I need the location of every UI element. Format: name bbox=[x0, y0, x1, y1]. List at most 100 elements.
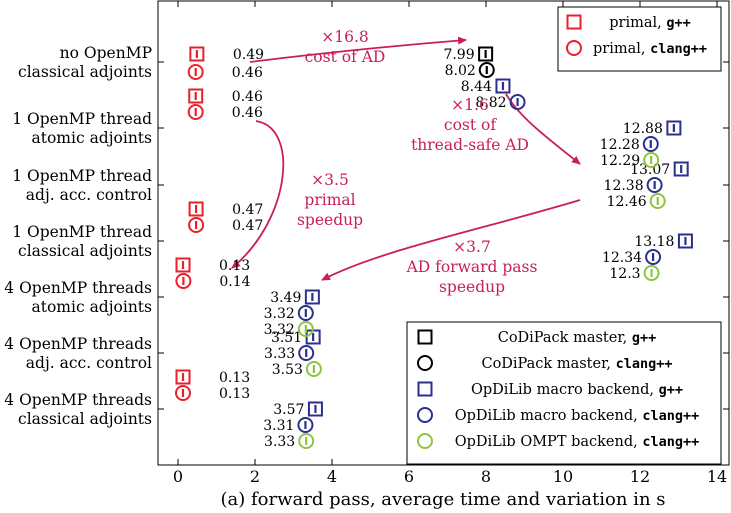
data-label: 7.99 bbox=[443, 47, 474, 63]
data-label: 0.46 bbox=[232, 105, 263, 121]
data-point bbox=[175, 273, 192, 289]
data-label: 8.82 bbox=[475, 95, 506, 111]
data-point bbox=[673, 161, 689, 177]
data-label: 12.34 bbox=[602, 250, 642, 266]
data-label: 0.13 bbox=[219, 370, 250, 386]
svg-text:OpDiLib macro backend, g++: OpDiLib macro backend, g++ bbox=[471, 382, 683, 398]
legend-marker bbox=[417, 381, 433, 397]
legend-entry: primal, g++ bbox=[566, 14, 691, 31]
legend-entry: primal, clang++ bbox=[566, 40, 707, 57]
data-point bbox=[509, 94, 526, 110]
data-label: 0.47 bbox=[232, 218, 263, 234]
legend-marker bbox=[417, 407, 433, 423]
x-tick-label: 10 bbox=[553, 467, 573, 486]
chart-caption: (a) forward pass, average time and varia… bbox=[221, 489, 666, 510]
data-point bbox=[297, 305, 314, 321]
data-label: 8.44 bbox=[461, 79, 492, 95]
data-label: 0.46 bbox=[232, 65, 263, 81]
legend-entry: OpDiLib macro backend, clang++ bbox=[417, 407, 699, 424]
data-point bbox=[188, 88, 204, 104]
legend-entry: CoDiPack master, g++ bbox=[417, 329, 657, 346]
data-point bbox=[307, 401, 323, 417]
x-tick-label: 8 bbox=[481, 467, 491, 486]
legend-ad: CoDiPack master, g++ CoDiPack master, cla… bbox=[406, 321, 722, 465]
data-label: 3.32 bbox=[264, 306, 295, 322]
x-tick-label: 2 bbox=[250, 467, 260, 486]
data-label: 12.3 bbox=[609, 266, 640, 282]
data-point bbox=[189, 46, 205, 62]
data-point bbox=[645, 249, 662, 265]
data-point bbox=[666, 120, 682, 136]
x-tick-label: 14 bbox=[707, 467, 727, 486]
svg-text:CoDiPack master, g++: CoDiPack master, g++ bbox=[498, 330, 657, 346]
legend-marker bbox=[417, 329, 433, 345]
data-label: 3.33 bbox=[264, 434, 295, 450]
data-point bbox=[188, 201, 204, 217]
data-point bbox=[298, 345, 315, 361]
data-label: 12.46 bbox=[607, 194, 647, 210]
data-point bbox=[298, 433, 315, 449]
data-label: 3.57 bbox=[273, 402, 304, 418]
data-label: 13.18 bbox=[634, 234, 674, 250]
data-point bbox=[175, 385, 192, 401]
legend-marker bbox=[417, 433, 433, 449]
data-point bbox=[305, 361, 322, 377]
legend-marker bbox=[566, 40, 582, 56]
data-point bbox=[643, 265, 660, 281]
data-point bbox=[677, 233, 693, 249]
data-point bbox=[175, 369, 191, 385]
data-label: 3.33 bbox=[264, 346, 295, 362]
legend-primal: primal, g++ primal, clang++ bbox=[557, 6, 722, 72]
data-label: 8.02 bbox=[445, 63, 476, 79]
data-point bbox=[646, 177, 663, 193]
legend-marker bbox=[566, 14, 582, 30]
x-tick-label: 4 bbox=[327, 467, 337, 486]
data-point bbox=[187, 64, 204, 80]
data-label: 3.53 bbox=[272, 362, 303, 378]
data-label: 12.29 bbox=[600, 153, 640, 169]
x-tick-label: 12 bbox=[630, 467, 650, 486]
data-point bbox=[495, 78, 511, 94]
svg-text:CoDiPack master, clang++: CoDiPack master, clang++ bbox=[481, 356, 672, 372]
data-point bbox=[478, 46, 494, 62]
data-point bbox=[187, 104, 204, 120]
data-point bbox=[642, 136, 659, 152]
legend-entry: CoDiPack master, clang++ bbox=[417, 355, 673, 372]
annotation-arrow bbox=[321, 199, 581, 281]
data-point bbox=[478, 62, 495, 78]
data-label: 0.47 bbox=[232, 202, 263, 218]
annotation-arrow bbox=[249, 36, 467, 63]
legend-entry: OpDiLib macro backend, g++ bbox=[417, 381, 683, 398]
data-label: 3.51 bbox=[271, 330, 302, 346]
data-point bbox=[188, 217, 205, 233]
data-label: 0.13 bbox=[219, 258, 250, 274]
svg-text:primal, clang++: primal, clang++ bbox=[593, 41, 707, 57]
data-label: 0.14 bbox=[219, 274, 250, 290]
data-label: 3.49 bbox=[270, 290, 301, 306]
data-label: 3.32 bbox=[264, 322, 295, 338]
data-label: 3.31 bbox=[263, 418, 294, 434]
svg-text:primal, g++: primal, g++ bbox=[609, 15, 691, 31]
data-point bbox=[643, 152, 660, 168]
data-label: 12.28 bbox=[600, 137, 640, 153]
data-label: 0.49 bbox=[233, 47, 264, 63]
data-point bbox=[305, 329, 321, 345]
x-tick-label: 6 bbox=[404, 467, 414, 486]
data-label: 0.13 bbox=[219, 386, 250, 402]
annotation-arrow bbox=[231, 120, 285, 269]
data-point bbox=[175, 257, 191, 273]
svg-text:OpDiLib OMPT backend, clang++: OpDiLib OMPT backend, clang++ bbox=[455, 434, 700, 450]
data-point bbox=[297, 321, 314, 337]
data-point bbox=[649, 193, 666, 209]
data-label: 12.38 bbox=[604, 178, 644, 194]
plot-frame bbox=[157, 0, 730, 466]
